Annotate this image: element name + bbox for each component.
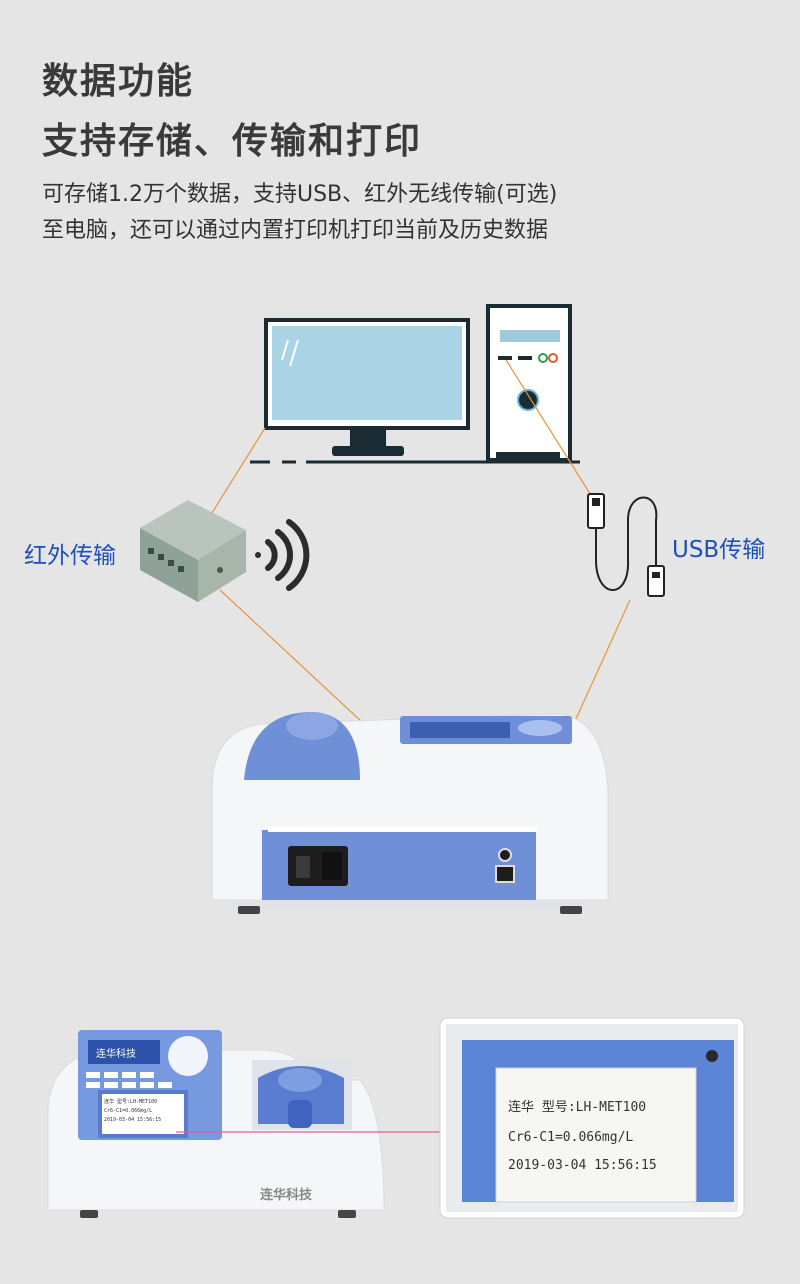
printout-line-3: 2019-03-04 15:56:15 [508, 1158, 657, 1173]
screen-brand-label: 连华科技 [96, 1049, 136, 1060]
printout-line-1: 连华 型号:LH-MET100 [508, 1100, 647, 1115]
usb-cable-icon [587, 493, 665, 597]
mini-printout-line-1: 连华 型号:LH-MET100 [104, 1099, 158, 1105]
usb-transfer-label: USB传输 [672, 537, 766, 563]
computer-monitor-icon [250, 318, 580, 464]
device-brand-logo: 连华科技 [260, 1188, 313, 1203]
infrared-transfer-label: 红外传输 [24, 543, 116, 569]
description-line-2: 至电脑，还可以通过内置打印机打印当前及历史数据 [42, 218, 549, 243]
description-line-1: 可存储1.2万个数据，支持USB、红外无线传输(可选) [42, 182, 558, 207]
spectrophotometer-front-view [47, 1030, 385, 1218]
mini-printout-line-2: Cr6-C1=0.066mg/L [104, 1108, 153, 1114]
wireless-signal-icon [255, 519, 310, 591]
printout-line-2: Cr6-C1=0.066mg/L [508, 1130, 634, 1145]
infrared-module-icon [140, 500, 246, 602]
printer-zoom-panel [439, 1017, 745, 1219]
section-subtitle: 支持存储、传输和打印 [42, 121, 423, 162]
spectrophotometer-rear-view [211, 712, 609, 914]
section-title: 数据功能 [42, 61, 195, 102]
mini-printout-line-3: 2019-03-04 15:56:15 [104, 1117, 162, 1123]
computer-tower-icon [486, 304, 572, 462]
